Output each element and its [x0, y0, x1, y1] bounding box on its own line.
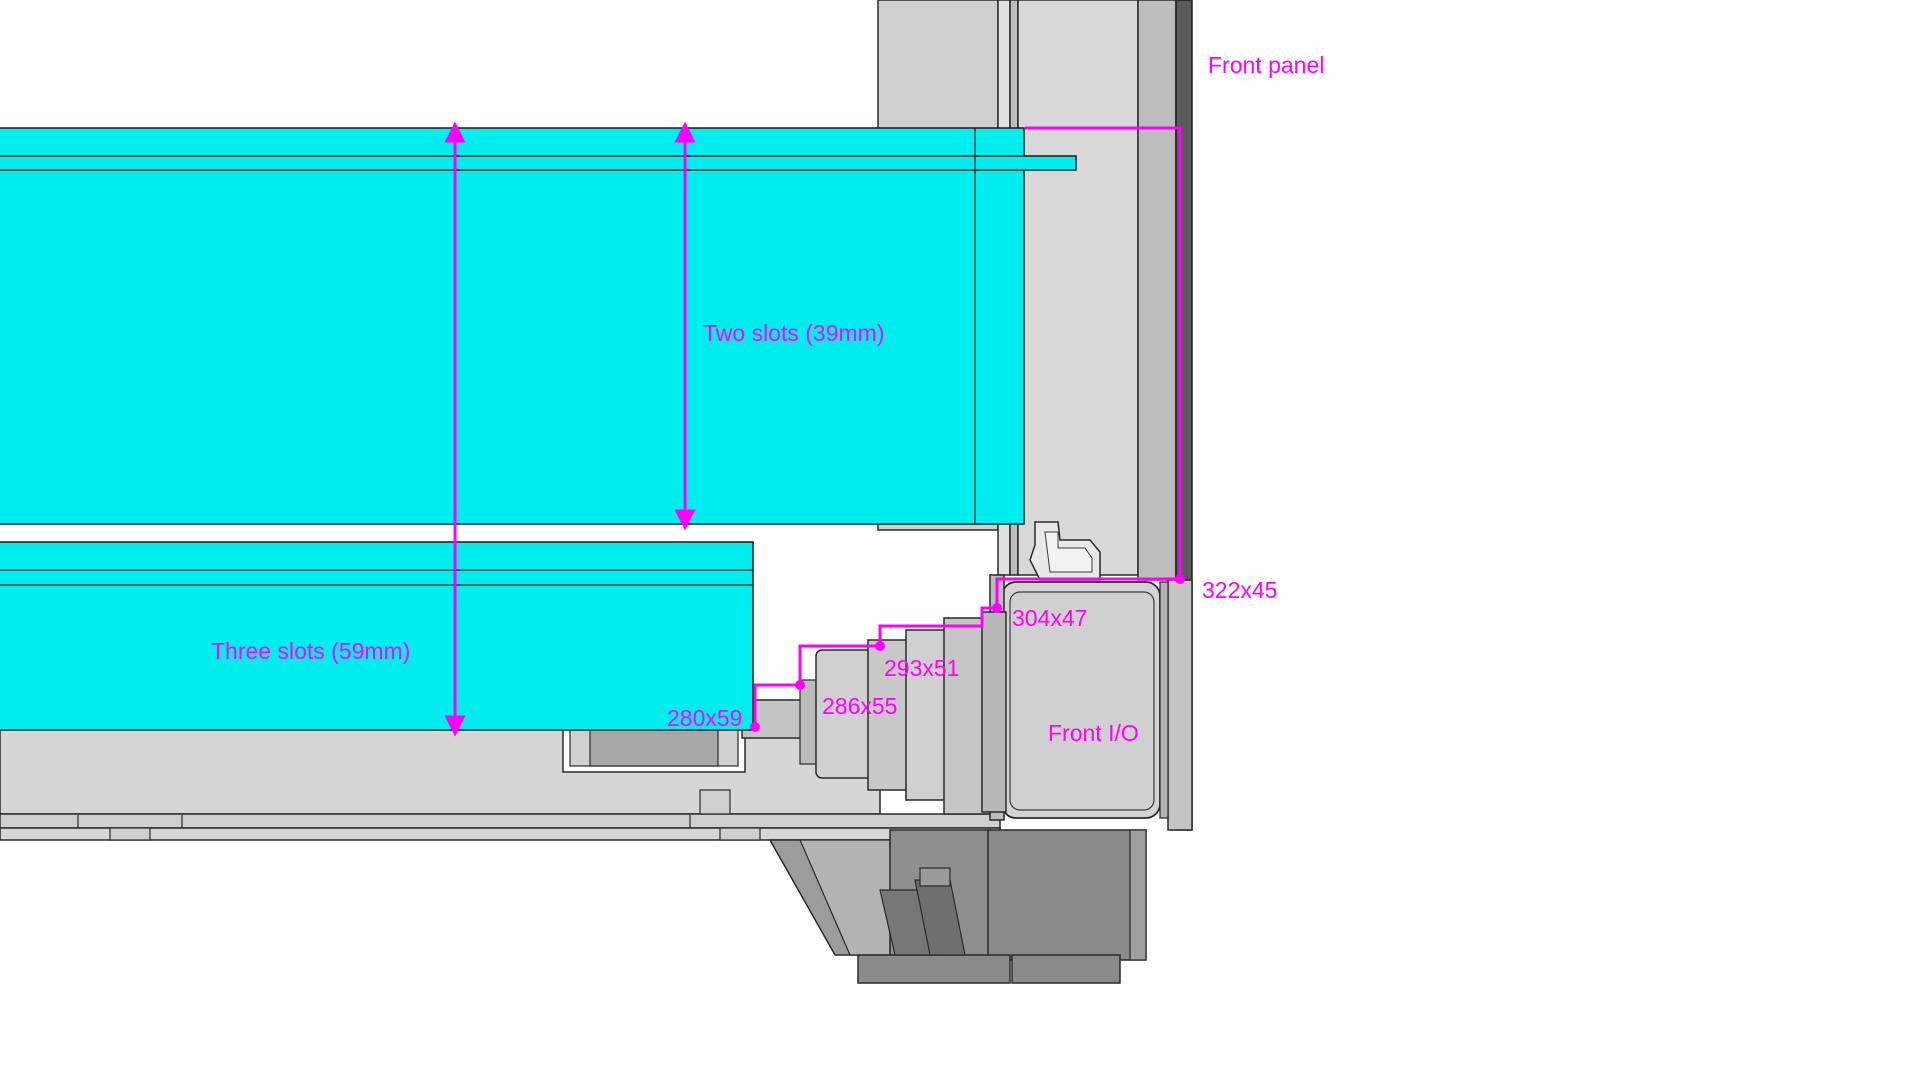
front-io-module [989, 574, 1169, 821]
front-io-label: Front I/O [1048, 720, 1139, 746]
front-panel-label: Front panel [1208, 52, 1324, 78]
three-slots-label: Three slots (59mm) [211, 638, 410, 664]
gpu-card-three-slot [0, 541, 754, 731]
dimension-label-3: 293x51 [884, 655, 959, 681]
annotation-labels: Front panel Two slots (39mm) Three slots… [211, 52, 1324, 746]
two-slots-label: Two slots (39mm) [703, 320, 884, 346]
retention-clip [1029, 521, 1101, 581]
dimension-label-4: 286x55 [822, 693, 897, 719]
dimension-points [750, 574, 1185, 732]
dimension-label-1: 322x45 [1202, 577, 1277, 603]
stepped-cooler-bodies [741, 611, 1007, 815]
dimension-label-2: 304x47 [1012, 605, 1087, 631]
dimension-label-5: 280x59 [667, 705, 742, 731]
chassis-foot [768, 829, 1147, 984]
chassis-floor [0, 727, 1001, 841]
gpu-card-two-slot [0, 127, 1077, 525]
